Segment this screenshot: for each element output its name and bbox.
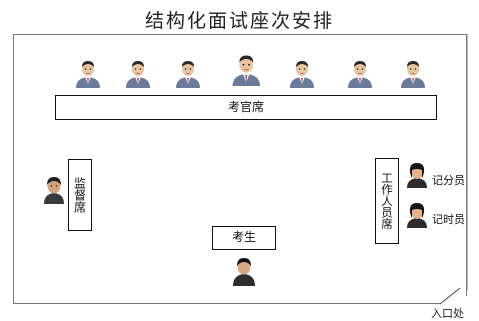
candidate-desk: 考生 [212,226,276,250]
examiner-figure [126,61,150,88]
candidate-figure [233,258,255,286]
examiner-figure [401,61,425,88]
examiners-row [0,0,479,100]
examiner-figure [232,54,260,86]
time-recorder-figure [407,203,427,228]
examiner-figure [76,61,100,88]
score-recorder-label: 记分员 [432,174,465,187]
staff-desk: 工作人员席 [375,158,399,244]
examiner-desk: 考官席 [55,95,437,120]
score-recorder-figure [407,163,427,188]
time-recorder-label: 记时员 [432,213,465,226]
diagram-title: 结构化面试座次安排 [144,10,334,32]
supervisor-desk: 监督席 [68,159,92,231]
examiner-figure [348,61,372,88]
supervisor-figure [44,177,64,204]
examiner-figure [290,61,314,88]
entrance-label: 入口处 [431,307,464,320]
examiner-figure [176,61,200,88]
